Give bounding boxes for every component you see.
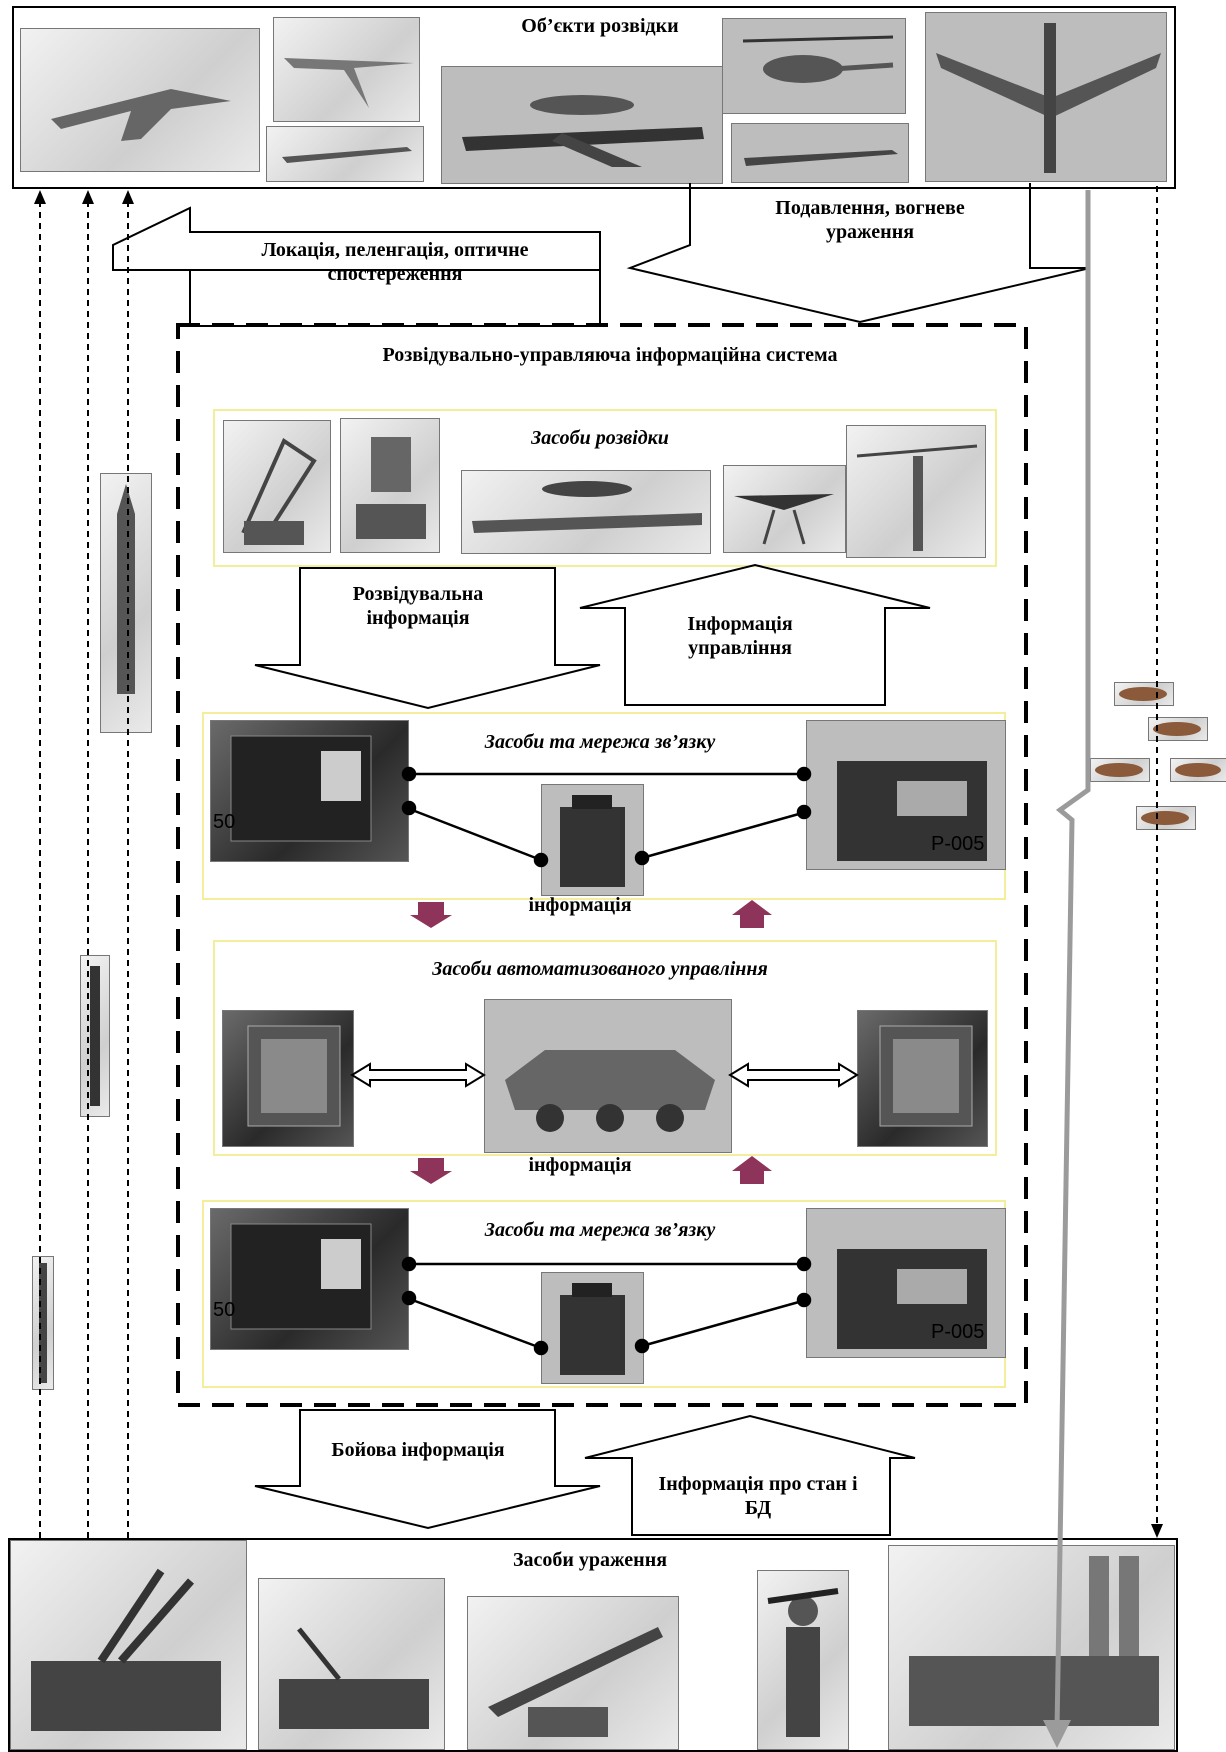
missile-left-mid-photo — [80, 955, 110, 1117]
recon-means-title: Засоби розвідки — [531, 427, 669, 449]
control-info-arrow — [579, 563, 931, 706]
awacs-recon-photo — [461, 470, 711, 554]
aa-vehicle-photo — [258, 1578, 445, 1750]
bomb-4-photo — [1170, 758, 1226, 782]
radio-label-right-2: Р-005 — [931, 1321, 985, 1343]
radio-station-photo-2: 50 — [210, 1208, 409, 1350]
ballistic-missile-photo — [100, 473, 152, 733]
location-arrow — [112, 206, 601, 327]
small-down-arrow-1 — [410, 902, 452, 928]
radio-label-left-2: 50 — [213, 1299, 236, 1321]
strike-path — [1054, 190, 1091, 1731]
missile-left-low-photo — [32, 1256, 54, 1390]
comm-network-title-1: Засоби та мережа зв’язку — [484, 731, 716, 753]
radar-vehicle-photo — [340, 418, 440, 553]
small-up-arrow-2 — [732, 1156, 772, 1184]
control-info-label: Інформація управління — [687, 613, 793, 659]
recon-info-label: Розвідувальна інформація — [352, 583, 484, 629]
recon-info-arrow — [254, 567, 601, 710]
awacs-photo — [441, 66, 723, 184]
sam-launcher-photo — [10, 1540, 247, 1750]
field-phone-photo-1 — [541, 784, 644, 896]
weapons-title: Засоби ураження — [512, 1549, 668, 1571]
radio-transceiver-photo-2: Р-005 — [806, 1208, 1006, 1358]
small-up-arrow-1 — [732, 900, 772, 928]
combat-info-arrow — [254, 1409, 601, 1530]
system-title: Розвідувально-управляюча інформаційна си… — [382, 344, 838, 366]
small-down-arrow-2 — [410, 1158, 452, 1184]
left-arrow-head-3 — [122, 190, 134, 204]
objects-title: Об’єкти розвідки — [521, 15, 679, 37]
bomb-5-photo — [1136, 806, 1196, 830]
automation-links — [350, 1062, 859, 1088]
state-info-label: Інформація про стан і БД — [658, 1473, 858, 1519]
system-frame — [176, 323, 1028, 1407]
left-arrow-head-2 — [82, 190, 94, 204]
strike-path-head — [1043, 1720, 1071, 1748]
comm-network-title-2: Засоби та мережа зв’язку — [484, 1219, 716, 1241]
antenna-array-photo — [846, 425, 986, 558]
radio-label-left-1: 50 — [213, 811, 236, 833]
suppression-arrow — [626, 183, 1091, 324]
helicopter-photo — [722, 18, 906, 114]
missile-launcher-photo — [467, 1596, 679, 1750]
left-arrow-head-1 — [34, 190, 46, 204]
automation-title: Засоби автоматизованого управління — [432, 958, 768, 980]
right-arrow-head — [1151, 1524, 1163, 1538]
bomb-3-photo — [1090, 758, 1150, 782]
missile-side-photo — [731, 123, 909, 183]
info-label-1: інформація — [528, 894, 632, 916]
comm-links-2 — [401, 1256, 812, 1356]
manpads-soldier-photo — [757, 1570, 849, 1750]
suppression-arrow-label: Подавлення, вогневе ураження — [775, 197, 965, 243]
left-dashed-arrows — [39, 200, 129, 1538]
field-phone-photo-2 — [541, 1272, 644, 1384]
radio-label-right-1: Р-005 — [931, 833, 985, 855]
uav-photo — [273, 17, 420, 122]
cruise-missile-photo — [266, 126, 424, 182]
state-info-arrow — [584, 1414, 916, 1536]
comm-links-1 — [401, 766, 812, 868]
terminal-right-photo — [857, 1010, 988, 1147]
combat-info-label: Бойова інформація — [331, 1439, 505, 1461]
fighter-jet-photo — [20, 28, 260, 172]
armored-vehicle-photo — [484, 999, 732, 1153]
recon-drone-photo — [723, 465, 846, 553]
bomber-photo — [925, 12, 1167, 182]
radio-transceiver-photo-1: Р-005 — [806, 720, 1006, 870]
info-label-2: інформація — [528, 1154, 632, 1176]
s300-launcher-photo — [888, 1545, 1175, 1750]
location-arrow-label: Локація, пеленгація, оптичне спостережен… — [261, 239, 529, 285]
objects-panel — [12, 6, 1176, 189]
radar-antenna-photo — [223, 420, 331, 553]
terminal-left-photo — [222, 1010, 354, 1147]
location-arrow-shape — [113, 208, 680, 326]
radio-station-photo-1: 50 — [210, 720, 409, 862]
bomb-1-photo — [1114, 682, 1174, 706]
